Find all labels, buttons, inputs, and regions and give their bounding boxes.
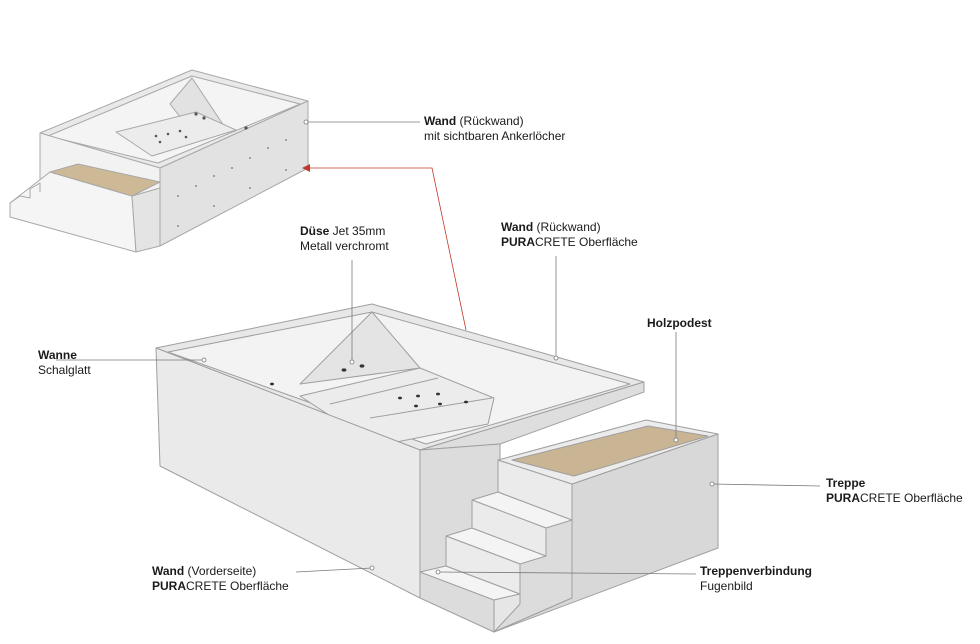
large-pool-jet-holes xyxy=(270,364,468,408)
label-stair-joint-bold: Treppenverbindung xyxy=(700,564,813,578)
label-wall-back-large: Wand (Rückwand) PURACRETE Oberfläche xyxy=(501,220,638,250)
small-pool-bench xyxy=(115,111,237,157)
label-nozzle-normal: Jet 35mm xyxy=(329,224,386,238)
large-pool-wood-platform xyxy=(511,425,709,477)
connector-arrow-icon xyxy=(302,164,310,172)
label-wall-front: Wand (Vorderseite) PURACRETE Oberfläche xyxy=(152,564,289,594)
large-pool-step-1-riser xyxy=(493,593,521,633)
leader-lines xyxy=(56,119,821,575)
label-platform-bold: Holzpodest xyxy=(647,316,712,330)
large-pool xyxy=(155,303,719,633)
leader-stairs xyxy=(711,483,821,487)
leader-wall-front xyxy=(295,567,373,573)
small-pool xyxy=(9,69,309,253)
large-pool-bench-joint xyxy=(369,397,493,419)
small-pool-wood-platform xyxy=(49,163,161,197)
label-wall-back-small: Wand (Rückwand) mit sichtbaren Ankerlöch… xyxy=(424,114,565,144)
label-wall-back-large-line2-bold: PURA xyxy=(501,235,536,249)
label-nozzle-bold: Düse xyxy=(300,224,330,238)
label-wall-back-large-normal: (Rückwand) xyxy=(533,220,601,234)
label-tub: Wanne Schalglatt xyxy=(38,348,91,378)
label-wall-back-large-line2-normal: CRETE Oberfläche xyxy=(535,235,638,249)
label-stairs: Treppe PURACRETE Oberfläche xyxy=(826,476,963,506)
label-tub-line2: Schalglatt xyxy=(38,363,91,377)
label-nozzle-line2: Metall verchromt xyxy=(300,239,389,253)
label-stair-joint-line2: Fugenbild xyxy=(700,579,753,593)
large-pool-step-2-riser xyxy=(445,535,521,595)
leader-dots xyxy=(201,119,715,575)
label-wall-front-bold: Wand xyxy=(152,564,185,578)
label-stairs-line2-bold: PURA xyxy=(826,491,861,505)
small-pool-anchor-holes xyxy=(177,139,287,227)
leader-connector xyxy=(308,167,467,331)
label-stairs-bold: Treppe xyxy=(826,476,866,490)
large-pool-bench-edge xyxy=(329,377,439,405)
label-wall-back-small-line2: mit sichtbaren Ankerlöcher xyxy=(424,129,566,143)
label-wall-front-line2-normal: CRETE Oberfläche xyxy=(186,579,289,593)
label-wall-front-line2-bold: PURA xyxy=(152,579,187,593)
large-pool-step-3-riser xyxy=(471,499,547,557)
label-platform: Holzpodest xyxy=(647,316,712,331)
label-wall-front-normal: (Vorderseite) xyxy=(184,564,257,578)
label-wall-back-large-bold: Wand xyxy=(501,220,534,234)
leader-stair-joint xyxy=(437,571,697,575)
label-wall-back-small-bold: Wand xyxy=(424,114,457,128)
label-stairs-line2-normal: CRETE Oberfläche xyxy=(860,491,963,505)
large-pool-slope xyxy=(299,311,421,385)
small-pool-holes xyxy=(154,112,248,144)
label-wall-back-small-normal: (Rückwand) xyxy=(456,114,524,128)
label-nozzle: Düse Jet 35mm Metall verchromt xyxy=(300,224,389,254)
label-stair-joint: Treppenverbindung Fugenbild xyxy=(700,564,812,594)
small-pool-stair-right xyxy=(131,187,161,253)
label-tub-bold: Wanne xyxy=(38,348,77,362)
small-pool-stair-steps xyxy=(9,182,41,204)
